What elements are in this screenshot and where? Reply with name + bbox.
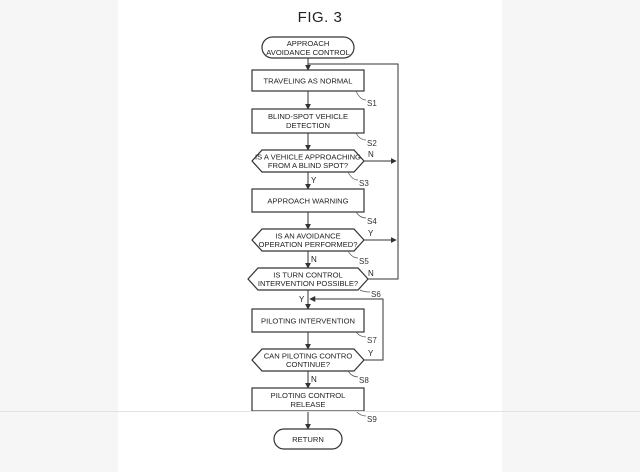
s3-side-label: N: [368, 150, 374, 159]
start-label-line1: APPROACH: [287, 39, 330, 48]
s5-down-label: N: [311, 255, 317, 264]
step-label-s4: S4: [367, 217, 377, 226]
step-s2-text-line1: BLIND-SPOT VEHICLE: [268, 112, 348, 121]
leader-s3: [347, 171, 359, 181]
step-s7-box: PILOTING INTERVENTION: [251, 308, 365, 333]
step-s8-text-line2: CONTINUE?: [286, 360, 330, 369]
step-s3-text-line1: IS A VEHICLE APPROACHING: [255, 153, 361, 162]
s8-down-label: N: [311, 375, 317, 384]
page-divider: [0, 411, 640, 412]
step-label-s1: S1: [367, 99, 377, 108]
step-s6-text-line1: IS TURN CONTROL: [273, 271, 342, 280]
step-label-s6: S6: [371, 290, 381, 299]
step-s1-text: TRAVELING AS NORMAL: [264, 77, 353, 86]
step-s9-text-line2: RELEASE: [290, 400, 325, 409]
step-s5-decision: IS AN AVOIDANCE OPERATION PERFORMED?: [251, 228, 365, 252]
end-terminal: RETURN: [273, 428, 343, 450]
step-s2-box: BLIND-SPOT VEHICLE DETECTION: [251, 108, 365, 134]
step-s4-text: APPROACH WARNING: [267, 197, 348, 206]
leader-s1: [355, 90, 367, 101]
branch-labels: N Y Y N N Y Y N: [299, 150, 374, 384]
step-s2-text-line2: DETECTION: [286, 121, 330, 130]
step-s9-box: PILOTING CONTROL RELEASE: [251, 387, 365, 412]
s8-side-label: Y: [368, 349, 374, 358]
step-s1-box: TRAVELING AS NORMAL: [251, 69, 365, 92]
start-terminal: APPROACH AVOIDANCE CONTROL: [261, 36, 355, 59]
figure-title: FIG. 3: [297, 9, 343, 26]
step-label-s5: S5: [359, 257, 369, 266]
leader-s4: [355, 211, 367, 219]
step-s4-box: APPROACH WARNING: [251, 188, 365, 213]
step-s6-text-line2: INTERVENTION POSSIBLE?: [258, 279, 358, 288]
step-s3-decision: IS A VEHICLE APPROACHING FROM A BLIND SP…: [251, 149, 365, 173]
connectors: [305, 58, 399, 430]
step-label-s7: S7: [367, 336, 377, 345]
step-labels: S1 S2 S3 S4 S5 S6 S7 S8 S9: [347, 90, 381, 424]
start-label-line2: AVOIDANCE CONTROL: [266, 48, 349, 57]
step-s8-decision: CAN PILOTING CONTRO CONTINUE?: [251, 348, 365, 372]
loop-s6-to-s1: [308, 63, 399, 280]
step-label-s3: S3: [359, 179, 369, 188]
s6-down-label: Y: [299, 295, 305, 304]
step-label-s9: S9: [367, 415, 377, 424]
step-s7-text: PILOTING INTERVENTION: [261, 317, 355, 326]
s3-down-label: Y: [311, 176, 317, 185]
leader-s2: [355, 132, 367, 141]
step-s8-text-line1: CAN PILOTING CONTRO: [264, 352, 353, 361]
s5-side-label: Y: [368, 229, 374, 238]
step-s5-text-line2: OPERATION PERFORMED?: [258, 240, 357, 249]
step-s6-decision: IS TURN CONTROL INTERVENTION POSSIBLE?: [247, 267, 369, 291]
end-label: RETURN: [292, 435, 324, 444]
leader-s8: [347, 370, 359, 378]
step-label-s2: S2: [367, 139, 377, 148]
leader-s6: [359, 289, 371, 293]
step-s3-text-line2: FROM A BLIND SPOT?: [268, 161, 348, 170]
step-label-s8: S8: [359, 376, 369, 385]
leader-s5: [347, 250, 359, 259]
s6-side-label: N: [368, 269, 374, 278]
step-s9-text-line1: PILOTING CONTROL: [271, 391, 346, 400]
loop-s8-to-s7: [309, 296, 384, 361]
leader-s7: [355, 331, 367, 338]
step-s5-text-line1: IS AN AVOIDANCE: [275, 232, 340, 241]
